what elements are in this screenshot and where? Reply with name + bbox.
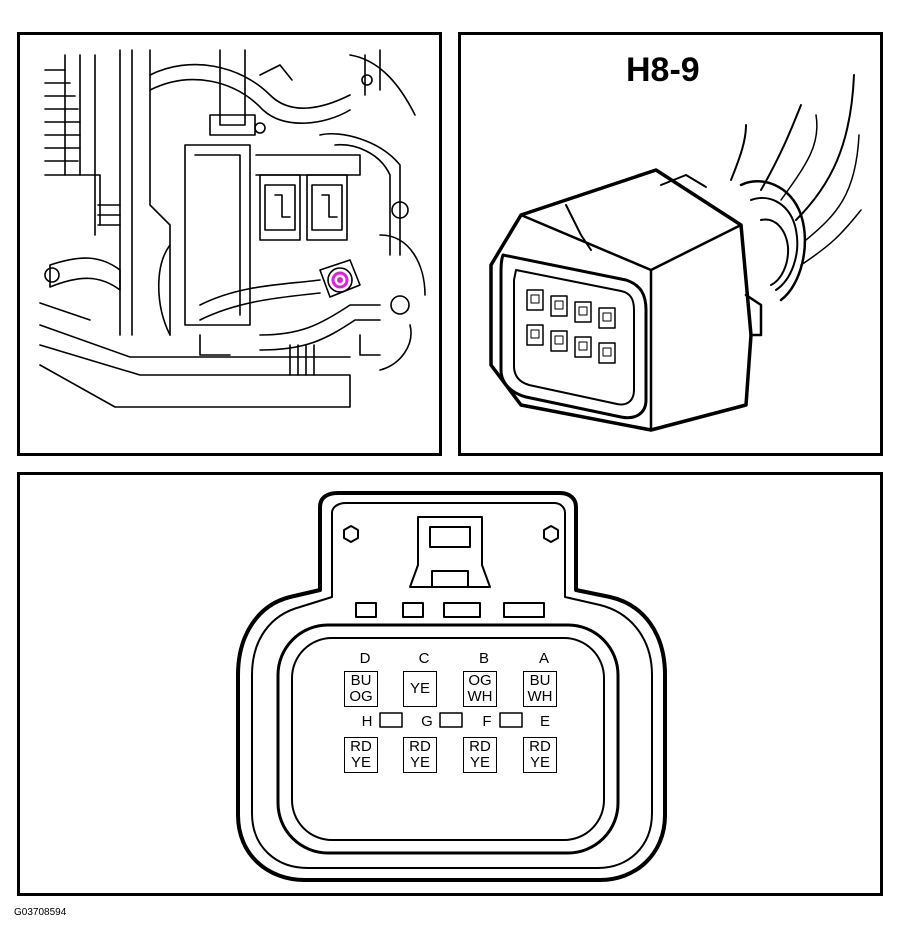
engine-location-view bbox=[17, 32, 442, 456]
figure-id: G03708594 bbox=[14, 907, 67, 918]
pin-letter-e: E bbox=[539, 713, 550, 730]
pin-letter-f: F bbox=[482, 713, 492, 730]
pin-c-color1: YE bbox=[409, 680, 430, 697]
connector-drawing bbox=[489, 74, 862, 432]
pin-b-color1: OG bbox=[468, 672, 492, 689]
pin-h-color1: RD bbox=[350, 738, 372, 755]
connector-view: H8-9 bbox=[458, 32, 883, 456]
pin-letter-d: D bbox=[359, 650, 371, 667]
pin-letter-g: G bbox=[421, 713, 433, 730]
connector-face-outline bbox=[236, 491, 667, 882]
pin-b-color2: WH bbox=[467, 688, 493, 705]
pin-d-wire: BU OG bbox=[344, 671, 378, 707]
pin-a-color2: WH bbox=[527, 688, 553, 705]
pin-letter-a: A bbox=[538, 650, 549, 667]
pin-c-wire: YE bbox=[403, 671, 437, 707]
location-marker-ring bbox=[331, 271, 349, 289]
pin-h-wire: RD YE bbox=[344, 737, 378, 773]
pin-letter-h: H bbox=[361, 713, 373, 730]
pin-f-color1: RD bbox=[469, 738, 491, 755]
pin-letter-b: B bbox=[478, 650, 489, 667]
pin-e-wire: RD YE bbox=[523, 737, 557, 773]
pin-g-wire: RD YE bbox=[403, 737, 437, 773]
pin-a-color1: BU bbox=[529, 672, 551, 689]
connector-title: H8-9 bbox=[626, 51, 700, 89]
pin-b-wire: OG WH bbox=[463, 671, 497, 707]
engine-line-drawing bbox=[39, 49, 426, 408]
pin-g-color2: YE bbox=[409, 754, 430, 771]
pin-letter-c: C bbox=[418, 650, 430, 667]
pin-f-wire: RD YE bbox=[463, 737, 497, 773]
pin-f-color2: YE bbox=[469, 754, 490, 771]
pin-d-color1: BU bbox=[350, 672, 372, 689]
connector-face-view: D C B A BU OG YE OG WH BU WH H G F E RD … bbox=[17, 472, 883, 896]
pin-d-color2: OG bbox=[349, 688, 373, 705]
pin-e-color2: YE bbox=[529, 754, 550, 771]
pin-h-color2: YE bbox=[350, 754, 371, 771]
location-marker-dot bbox=[337, 277, 343, 283]
pin-e-color1: RD bbox=[529, 738, 551, 755]
pin-g-color1: RD bbox=[409, 738, 431, 755]
pin-a-wire: BU WH bbox=[523, 671, 557, 707]
